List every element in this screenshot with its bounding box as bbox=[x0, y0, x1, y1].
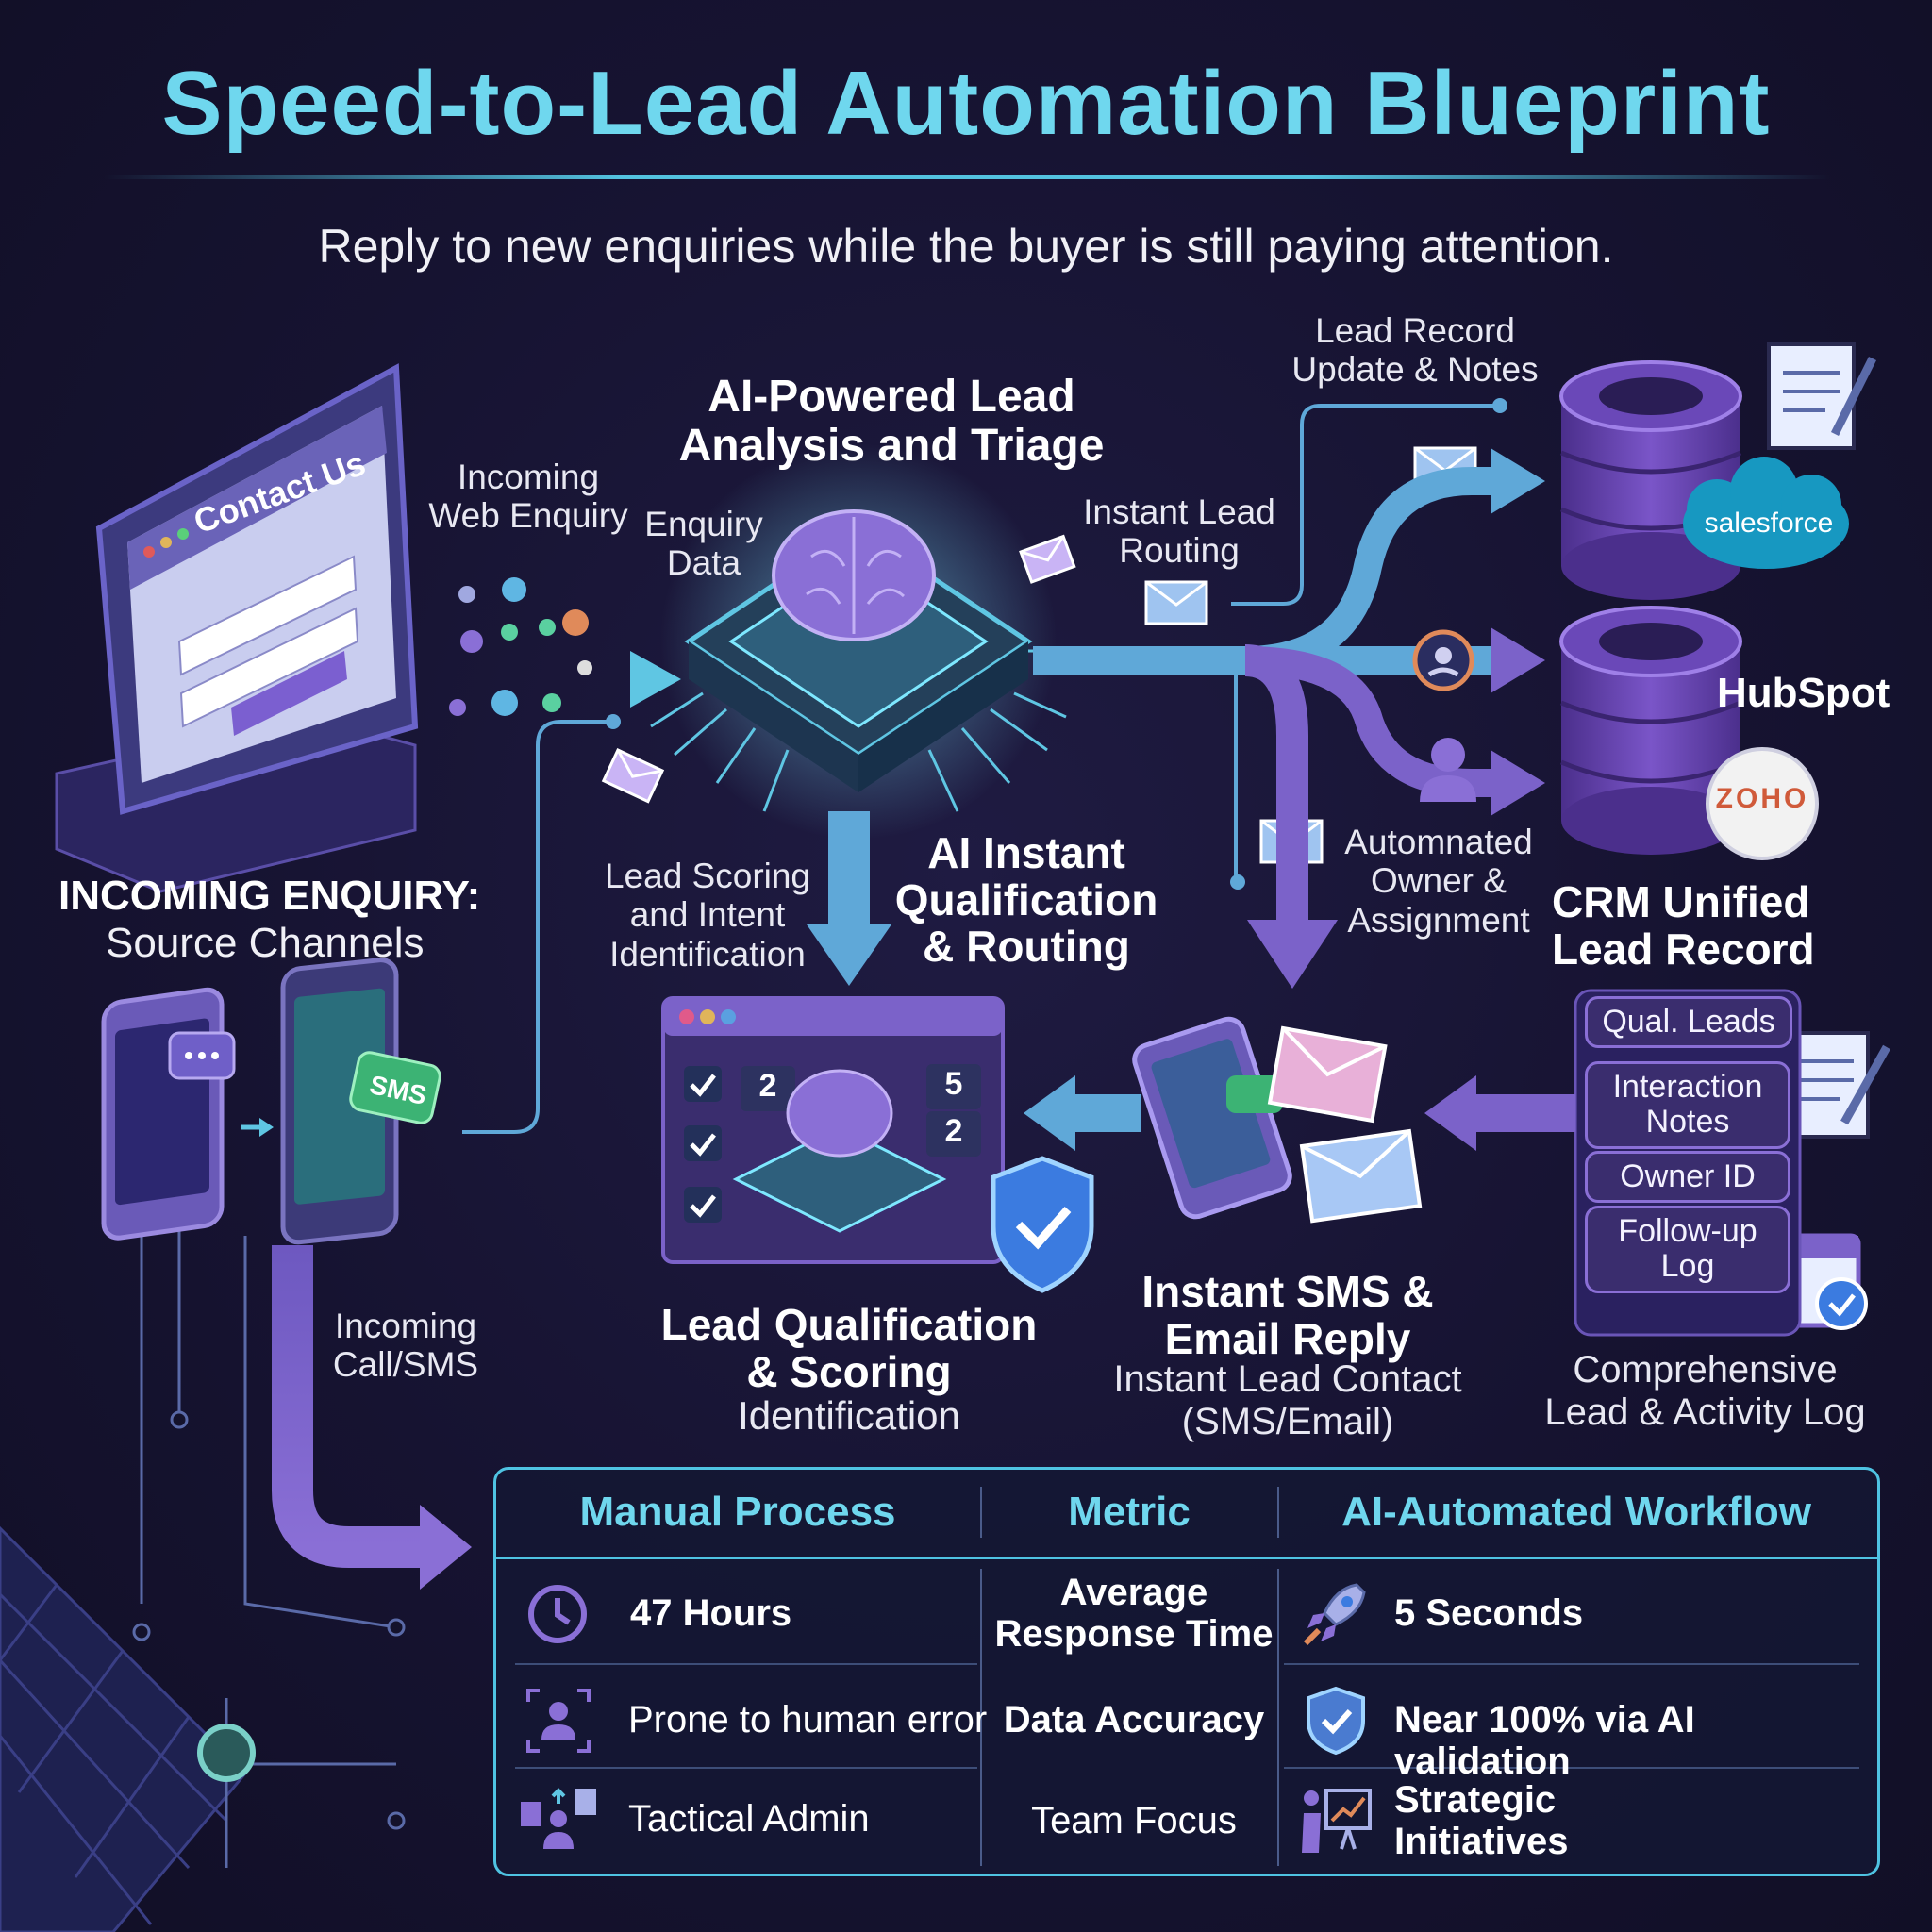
manual-data-accuracy: Prone to human error bbox=[628, 1699, 988, 1740]
score-badge-2: 5 bbox=[944, 1066, 963, 1102]
qualification-subheading: Identification bbox=[738, 1393, 960, 1438]
phones-to-table-pipe bbox=[272, 1245, 425, 1568]
lead-record-update-label: Lead Record Update & Notes bbox=[1291, 311, 1539, 390]
rocket-icon bbox=[1303, 1583, 1366, 1646]
crm-database-bottom bbox=[1559, 606, 1742, 855]
metric-team-focus: Team Focus bbox=[1031, 1800, 1237, 1841]
zoho-label: ZOHO bbox=[1715, 783, 1809, 814]
metric-data-accuracy: Data Accuracy bbox=[1003, 1699, 1265, 1740]
sync-icon bbox=[1412, 629, 1474, 691]
sms-bubble bbox=[168, 1031, 441, 1124]
header-manual-process: Manual Process bbox=[579, 1489, 896, 1535]
notepad-icon bbox=[1767, 342, 1877, 450]
score-badge-1: 2 bbox=[758, 1068, 777, 1104]
shield-check-illustration bbox=[991, 1156, 1094, 1293]
crm-field-follow-up-log: Follow-up Log bbox=[1585, 1206, 1790, 1293]
monitor-illustration bbox=[55, 363, 419, 893]
ai-analysis-heading: AI-Powered Lead Analysis and Triage bbox=[678, 372, 1105, 471]
ai-team-focus: Strategic Initiatives bbox=[1394, 1779, 1569, 1862]
crm-field-qual-leads: Qual. Leads bbox=[1585, 996, 1792, 1049]
crm-field-owner-id: Owner ID bbox=[1585, 1151, 1790, 1204]
zoho-logo bbox=[1706, 747, 1819, 860]
page-title: Speed-to-Lead Automation Blueprint bbox=[161, 53, 1771, 154]
qualification-panel bbox=[661, 996, 1005, 1264]
source-subheading: Source Channels bbox=[106, 920, 425, 966]
ai-data-accuracy: Near 100% via AI validation bbox=[1394, 1699, 1695, 1782]
reply-subheading: Instant Lead Contact (SMS/Email) bbox=[1113, 1358, 1462, 1442]
web-enquiry-label: Incoming Web Enquiry bbox=[428, 458, 628, 536]
score-badge-3: 2 bbox=[944, 1113, 963, 1149]
owner-person-icon bbox=[1420, 738, 1476, 802]
qualification-heading: Lead Qualification & Scoring bbox=[660, 1300, 1038, 1396]
data-particles bbox=[449, 577, 592, 716]
comparison-table: Manual Process Metric AI-Automated Workf… bbox=[493, 1467, 1880, 1876]
source-heading: INCOMING ENQUIRY: bbox=[58, 873, 481, 919]
reply-illustration bbox=[1132, 1016, 1423, 1224]
ai-chip bbox=[650, 443, 1132, 840]
header-metric: Metric bbox=[1068, 1489, 1191, 1535]
page-subtitle: Reply to new enquiries while the buyer i… bbox=[318, 220, 1614, 273]
title-divider bbox=[104, 175, 1830, 179]
admin-tasks-icon bbox=[521, 1788, 596, 1849]
instant-routing-label: Instant Lead Routing bbox=[1083, 492, 1275, 571]
lead-scoring-label: Lead Scoring and Intent Identification bbox=[604, 857, 811, 974]
call-connector bbox=[462, 720, 613, 1134]
crm-field-interaction-notes: Interaction Notes bbox=[1585, 1061, 1790, 1149]
header-ai-workflow: AI-Automated Workflow bbox=[1341, 1489, 1811, 1535]
shield-check-icon bbox=[1307, 1686, 1365, 1756]
clock-icon bbox=[528, 1585, 587, 1643]
ai-response-time: 5 Seconds bbox=[1394, 1592, 1584, 1634]
person-focus-icon bbox=[526, 1689, 591, 1753]
presentation-icon bbox=[1302, 1789, 1372, 1853]
decorative-grid bbox=[0, 1525, 248, 1932]
ai-qualification-heading: AI Instant Qualification & Routing bbox=[894, 828, 1158, 972]
enquiry-data-label: Enquiry Data bbox=[644, 505, 763, 583]
crm-heading: CRM Unified Lead Record bbox=[1552, 877, 1815, 974]
metric-response-time: Average Response Time bbox=[994, 1572, 1274, 1655]
circuit-node bbox=[197, 1724, 256, 1782]
hubspot-label: HubSpot bbox=[1717, 670, 1890, 716]
owner-assignment-label: Automnated Owner & Assignment bbox=[1344, 823, 1533, 940]
manual-team-focus: Tactical Admin bbox=[628, 1798, 870, 1840]
call-sms-label: Incoming Call/SMS bbox=[332, 1307, 479, 1385]
salesforce-label: salesforce bbox=[1704, 508, 1834, 539]
activity-log-label: Comprehensive Lead & Activity Log bbox=[1544, 1349, 1866, 1433]
manual-response-time: 47 Hours bbox=[630, 1592, 792, 1634]
reply-heading: Instant SMS & Email Reply bbox=[1141, 1267, 1434, 1363]
salesforce-logo bbox=[1683, 457, 1849, 569]
